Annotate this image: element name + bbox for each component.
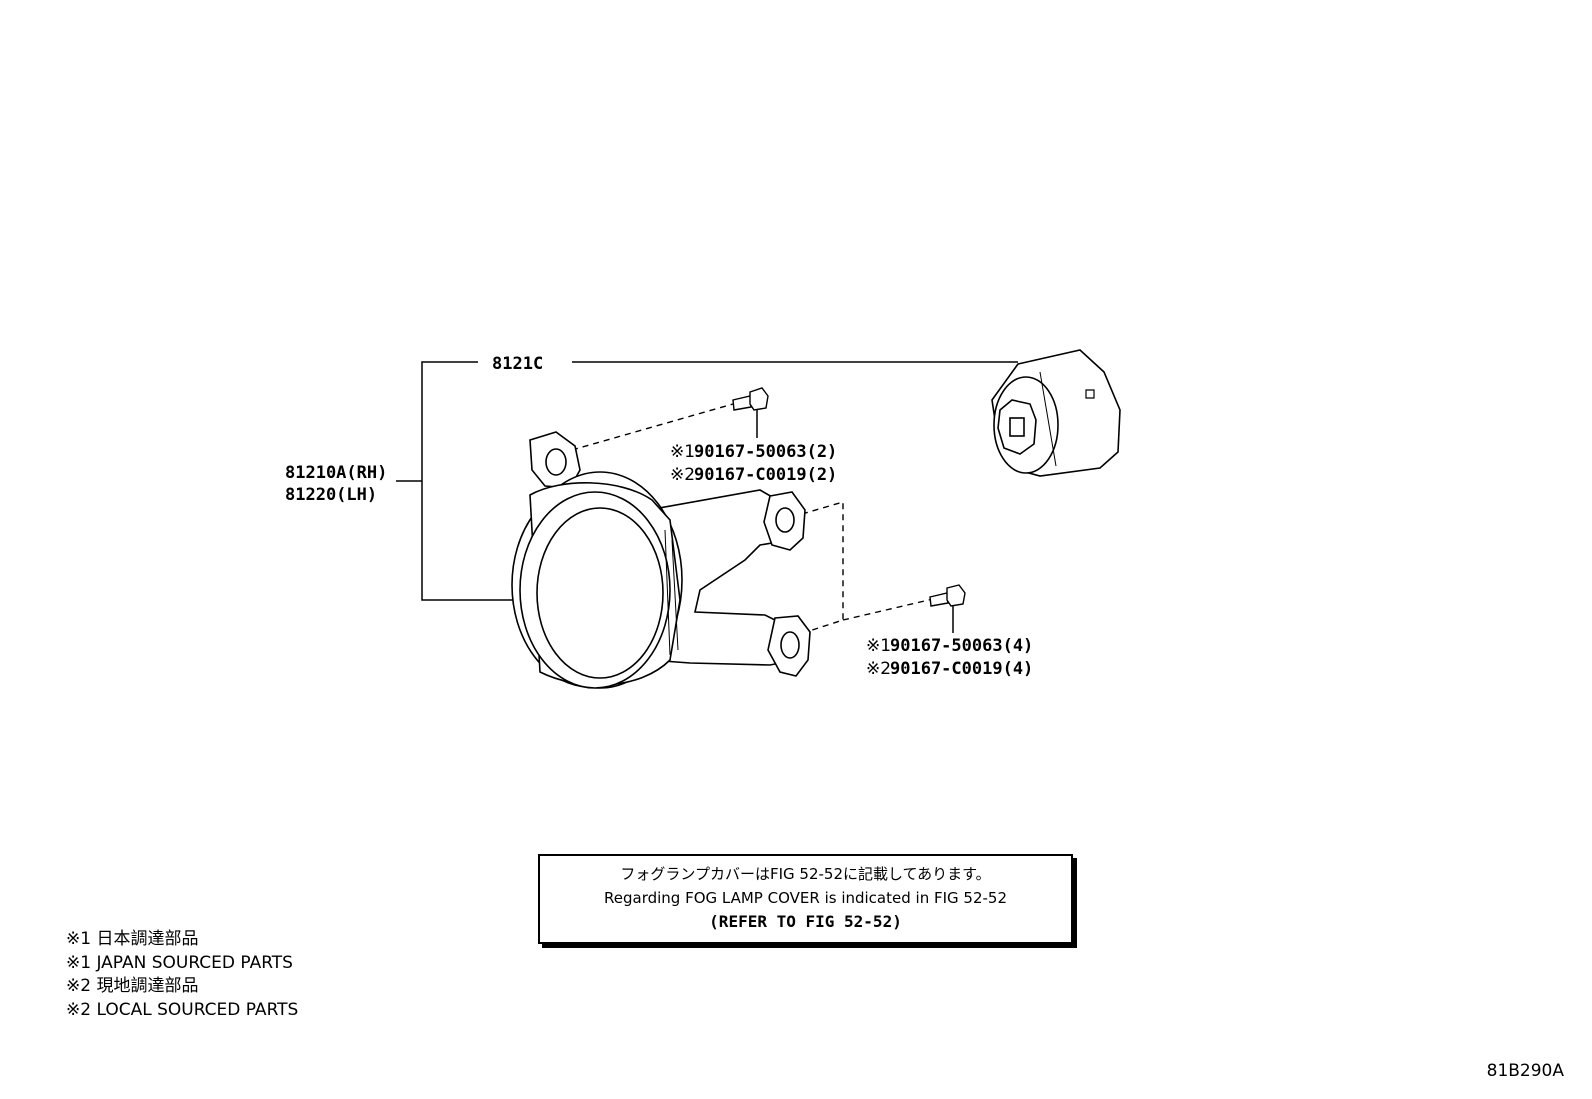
callout-screw-top-1: ※1 90167-50063(2): [670, 442, 837, 462]
right-lower-tab-hole: [780, 631, 800, 659]
note-line-english: Regarding FOG LAMP COVER is indicated in…: [604, 889, 1007, 907]
top-tab-hole: [545, 448, 567, 476]
dashed-bottom-screw-2: [842, 598, 934, 621]
callout-screw-top-2: ※2 90167-C0019(2): [670, 465, 837, 485]
bulb-socket-icon: [991, 349, 1121, 477]
screw-top-2-part: 90167-C0019(2): [694, 465, 837, 485]
leader-lines: [396, 361, 1018, 633]
lamp-lens: [536, 507, 664, 679]
screw-top-2-mark: ※2: [670, 465, 695, 485]
screw-bottom-1-mark: ※1: [866, 636, 891, 656]
screw-bottom-thread: [929, 592, 949, 607]
dashed-top-screw: [571, 403, 734, 451]
screw-bottom-1-part: 90167-50063(4): [890, 636, 1033, 656]
callout-screw-bottom-1: ※1 90167-50063(4): [866, 636, 1033, 656]
legend-item: ※1 日本調達部品: [66, 929, 199, 949]
callout-bulb-socket: 8121C: [492, 354, 543, 374]
screw-bottom-2-mark: ※2: [866, 659, 891, 679]
sourcing-legend: ※1 日本調達部品 ※1 JAPAN SOURCED PARTS ※2 現地調達…: [66, 928, 298, 1022]
callout-screw-bottom-2: ※2 90167-C0019(4): [866, 659, 1033, 679]
socket-notch: [1085, 389, 1095, 399]
fog-lamp-drawing: [511, 431, 811, 689]
screw-top-icon: [732, 387, 769, 411]
legend-item: ※2 LOCAL SOURCED PARTS: [66, 999, 299, 1020]
screw-top-thread: [732, 395, 752, 411]
note-line-japanese: フォグランプカバーはFIG 52-52に記載してあります。: [620, 865, 991, 883]
fog-lamp-cover-note: フォグランプカバーはFIG 52-52に記載してあります。 Regarding …: [538, 854, 1073, 944]
screw-top-head: [749, 387, 769, 411]
screw-top-1-mark: ※1: [670, 442, 695, 462]
screw-top-1-part: 90167-50063(2): [694, 442, 837, 462]
figure-code: 81B290A: [1486, 1061, 1564, 1081]
right-upper-tab-hole: [775, 507, 795, 533]
dashed-bottom-screw: [799, 501, 844, 635]
note-line-reference: (REFER TO FIG 52-52): [709, 912, 902, 931]
callout-lamp-lh: 81220(LH): [285, 485, 377, 505]
callout-lamp-rh: 81210A(RH): [285, 463, 387, 483]
screw-bottom-2-part: 90167-C0019(4): [890, 659, 1033, 679]
legend-item: ※2 現地調達部品: [66, 976, 199, 996]
screw-bottom-icon: [929, 584, 966, 607]
lens-ring-line-2: [664, 529, 671, 656]
socket-edge-line: [1039, 371, 1057, 467]
lamp-bracket-line: [421, 361, 516, 601]
legend-item: ※1 JAPAN SOURCED PARTS: [66, 952, 293, 973]
screw-bottom-head: [946, 584, 966, 607]
lens-ring-line: [671, 539, 679, 651]
dashed-lines: [571, 403, 934, 635]
socket-terminal: [1009, 417, 1025, 437]
